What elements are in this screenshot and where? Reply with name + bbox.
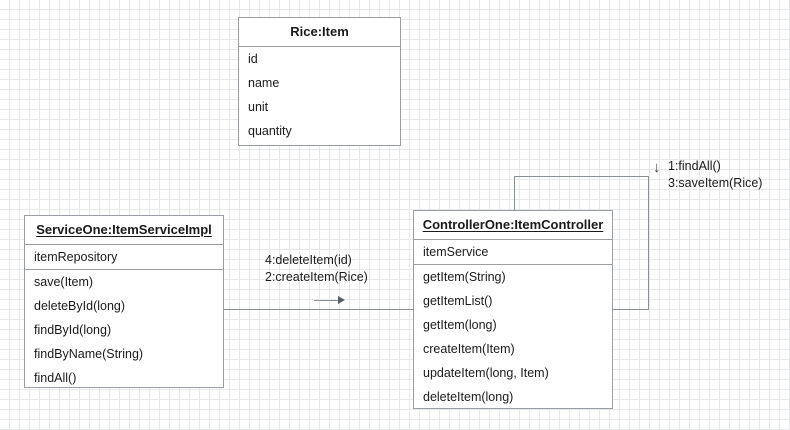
- operations-compartment-controller-one: getItem(String) getItemList() getItem(lo…: [414, 264, 612, 409]
- message-label-controller-to-service: 4:deleteItem(id) 2:createItem(Rice): [265, 252, 368, 286]
- message-line-1: 1:findAll(): [668, 159, 721, 173]
- self-link-segment-return[interactable]: [613, 309, 649, 310]
- attribute-row: id: [248, 52, 258, 66]
- attributes-compartment-controller-one: itemService: [414, 240, 612, 264]
- self-link-segment-down: [648, 176, 649, 310]
- class-title-text: ControllerOne:ItemController: [422, 217, 604, 232]
- attribute-row: unit: [248, 100, 269, 114]
- attributes-compartment-rice-item: id name unit quantity: [239, 47, 400, 143]
- arrow-down-icon: ↓: [653, 159, 661, 176]
- operation-row: findByName(String): [34, 347, 144, 361]
- message-label-self-loop: 1:findAll() 3:saveItem(Rice): [668, 158, 762, 192]
- class-title-rice-item: Rice:Item: [239, 18, 400, 47]
- attribute-row: itemRepository: [34, 250, 118, 264]
- operation-row: deleteItem(long): [423, 390, 514, 404]
- class-title-text: Rice:Item: [290, 24, 349, 39]
- self-link-segment-top: [514, 176, 649, 177]
- attribute-row: itemService: [423, 245, 489, 259]
- attribute-row: quantity: [248, 124, 292, 138]
- class-title-service-one: ServiceOne:ItemServiceImpl: [25, 216, 223, 245]
- attribute-row: name: [248, 76, 280, 90]
- self-link-segment-up: [514, 176, 515, 211]
- operation-row: createItem(Item): [423, 342, 515, 356]
- class-title-controller-one: ControllerOne:ItemController: [414, 211, 612, 240]
- operation-row: save(Item): [34, 275, 94, 289]
- class-title-text: ServiceOne:ItemServiceImpl: [36, 222, 212, 237]
- operation-row: getItemList(): [423, 294, 493, 308]
- message-line-1: 4:deleteItem(id): [265, 253, 352, 267]
- operation-row: findAll(): [34, 371, 77, 385]
- link-controller-to-service[interactable]: [224, 309, 413, 310]
- message-direction-line: [314, 300, 340, 301]
- operation-row: findById(long): [34, 323, 112, 337]
- operations-compartment-service-one: save(Item) deleteById(long) findById(lon…: [25, 269, 223, 390]
- class-box-rice-item[interactable]: Rice:Item id name unit quantity: [238, 17, 401, 146]
- arrow-right-icon: [338, 296, 345, 304]
- operation-row: getItem(String): [423, 270, 506, 284]
- class-box-controller-one[interactable]: ControllerOne:ItemController itemService…: [413, 210, 613, 409]
- message-line-2: 2:createItem(Rice): [265, 270, 368, 284]
- class-box-service-one[interactable]: ServiceOne:ItemServiceImpl itemRepositor…: [24, 215, 224, 388]
- attributes-compartment-service-one: itemRepository: [25, 245, 223, 269]
- operation-row: getItem(long): [423, 318, 497, 332]
- operation-row: updateItem(long, Item): [423, 366, 549, 380]
- operation-row: deleteById(long): [34, 299, 126, 313]
- message-line-2: 3:saveItem(Rice): [668, 176, 763, 190]
